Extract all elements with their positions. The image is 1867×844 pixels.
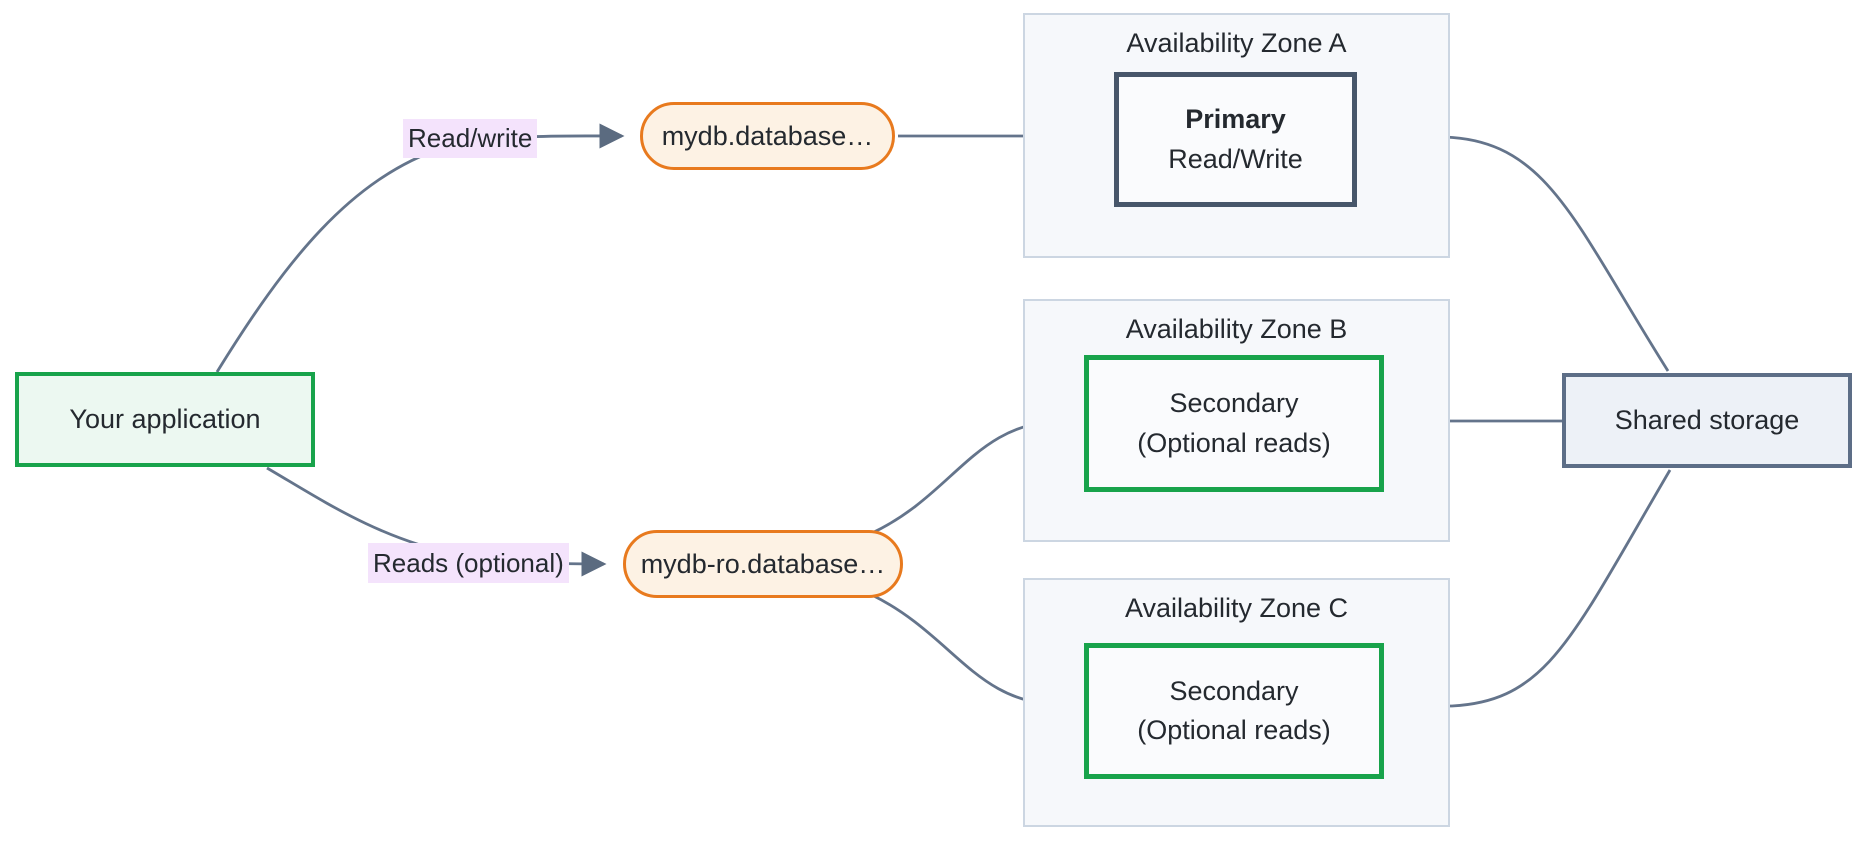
availability-zone-a: Availability Zone A Primary Read/Write xyxy=(1023,13,1450,258)
secondary-node-b-subtitle: (Optional reads) xyxy=(1137,427,1331,458)
edge-label-read-write: Read/write xyxy=(403,119,538,158)
application-node-label: Your application xyxy=(69,404,261,434)
reader-endpoint-pill: mydb-ro.database… xyxy=(623,530,903,598)
edge-label-reads-optional: Reads (optional) xyxy=(368,543,569,583)
edge-primary-to-shared-storage xyxy=(1355,135,1670,372)
secondary-node-b: Secondary (Optional reads) xyxy=(1084,355,1384,492)
edge-app-to-writer-endpoint xyxy=(215,123,625,373)
zone-b-title: Availability Zone B xyxy=(1125,314,1348,344)
zone-a-title: Availability Zone A xyxy=(1126,28,1347,58)
writer-endpoint-pill: mydb.database… xyxy=(640,102,895,170)
shared-storage-label: Shared storage xyxy=(1614,405,1800,435)
secondary-node-c-title: Secondary xyxy=(1169,675,1299,706)
zone-c-title: Availability Zone C xyxy=(1124,593,1349,623)
secondary-node-c: Secondary (Optional reads) xyxy=(1084,643,1384,779)
secondary-node-b-title: Secondary xyxy=(1169,388,1299,419)
availability-zone-b: Availability Zone B Secondary (Optional … xyxy=(1023,299,1450,542)
reader-endpoint-label: mydb-ro.database… xyxy=(640,548,886,579)
availability-zone-c: Availability Zone C Secondary (Optional … xyxy=(1023,578,1450,827)
primary-node: Primary Read/Write xyxy=(1114,72,1357,207)
primary-node-title: Primary xyxy=(1185,104,1286,135)
primary-node-subtitle: Read/Write xyxy=(1168,143,1303,174)
shared-storage-node: Shared storage xyxy=(1562,373,1852,468)
application-node: Your application xyxy=(15,372,315,467)
secondary-node-c-subtitle: (Optional reads) xyxy=(1137,715,1331,745)
writer-endpoint-label: mydb.database… xyxy=(661,120,874,151)
edge-secondary-c-to-shared-storage xyxy=(1382,469,1672,708)
